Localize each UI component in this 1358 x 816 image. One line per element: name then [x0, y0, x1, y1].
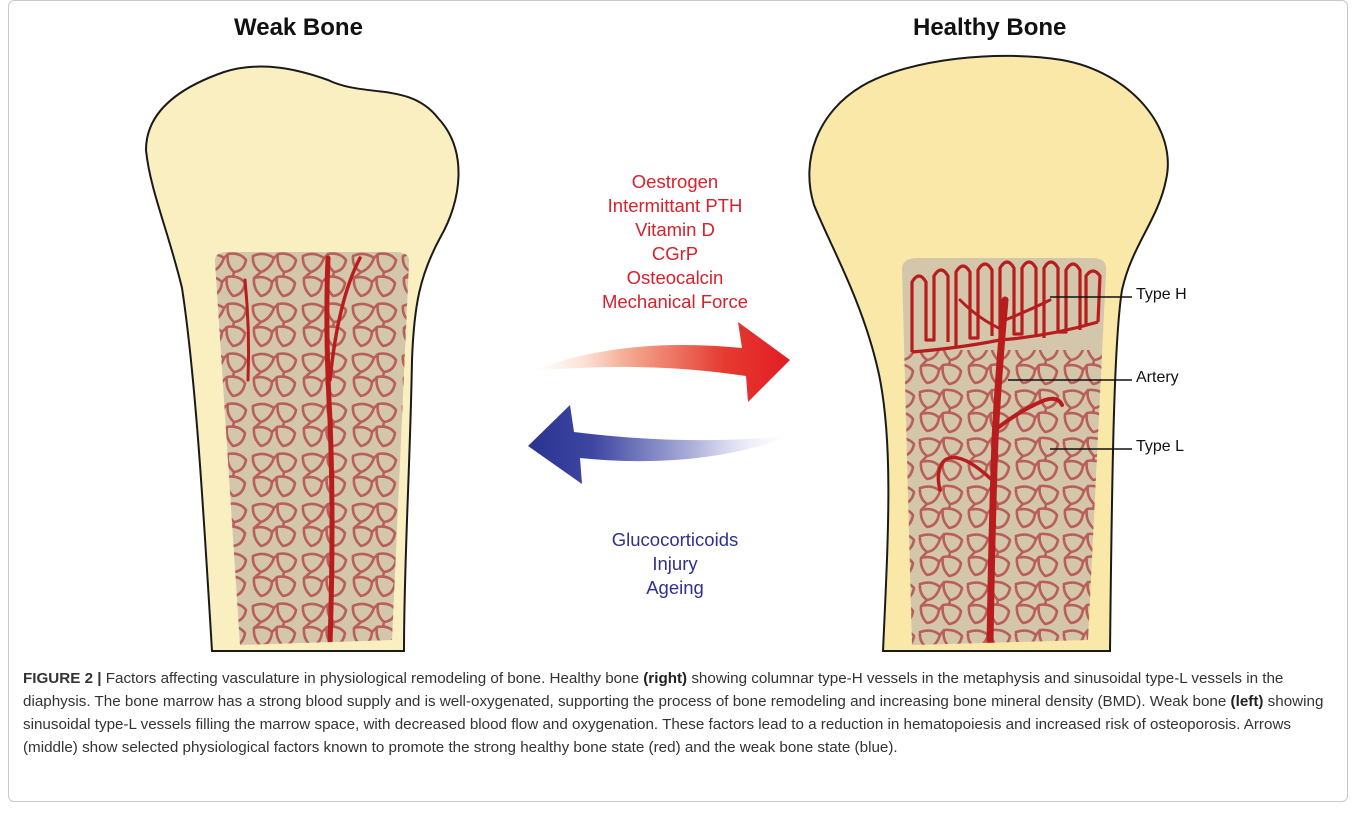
figure-caption: FIGURE 2 | Factors affecting vasculature… — [23, 667, 1338, 759]
promote-arrow — [528, 322, 790, 402]
factor-intermittant-pth: Intermittant PTH — [520, 194, 830, 218]
factor-cgrp: CGrP — [520, 242, 830, 266]
figure-label: FIGURE 2 | — [23, 670, 102, 687]
inhibiting-factors-list: Glucocorticoids Injury Ageing — [520, 528, 830, 600]
factor-ageing: Ageing — [520, 576, 830, 600]
factor-oestrogen: Oestrogen — [520, 170, 830, 194]
inhibit-arrow — [528, 405, 790, 484]
caption-left: (left) — [1231, 693, 1264, 710]
type-h-label: Type H — [1136, 286, 1187, 304]
caption-right: (right) — [643, 670, 687, 687]
caption-text-1: Factors affecting vasculature in physiol… — [102, 670, 644, 687]
factor-vitamin-d: Vitamin D — [520, 218, 830, 242]
factor-osteocalcin: Osteocalcin — [520, 266, 830, 290]
type-l-label: Type L — [1136, 438, 1184, 456]
weak-bone — [146, 67, 459, 651]
factor-mechanical-force: Mechanical Force — [520, 290, 830, 314]
promoting-factors-list: Oestrogen Intermittant PTH Vitamin D CGr… — [520, 170, 830, 314]
healthy-bone — [809, 56, 1168, 651]
factor-injury: Injury — [520, 552, 830, 576]
artery-label: Artery — [1136, 369, 1179, 387]
factor-glucocorticoids: Glucocorticoids — [520, 528, 830, 552]
